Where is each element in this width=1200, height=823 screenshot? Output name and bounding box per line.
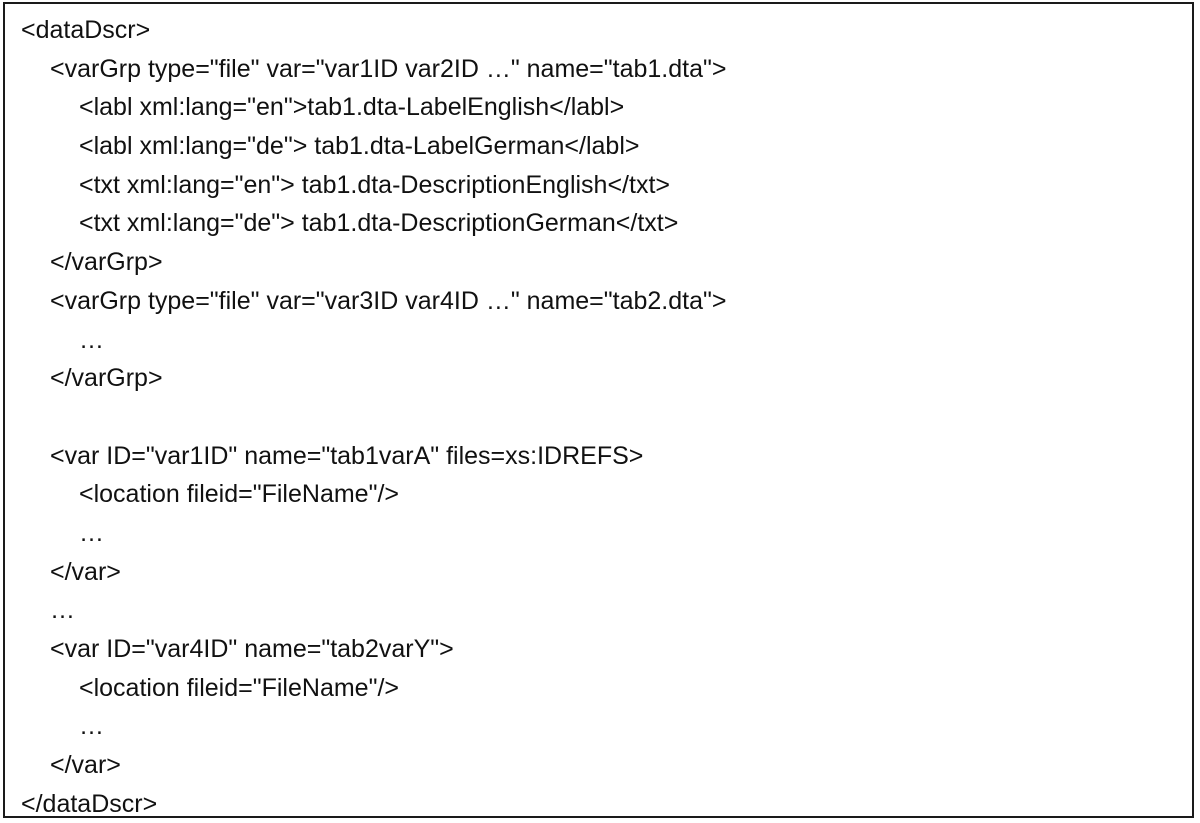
code-line: </var> bbox=[50, 751, 121, 780]
code-line: <location fileid="FileName"/> bbox=[79, 480, 399, 509]
code-line: </var> bbox=[50, 557, 121, 586]
code-listing-frame: <dataDscr> <varGrp type="file" var="var1… bbox=[3, 2, 1194, 818]
code-line: </varGrp> bbox=[50, 248, 163, 277]
code-line: <labl xml:lang="de"> tab1.dta-LabelGerma… bbox=[79, 132, 640, 161]
code-line: <var ID="var1ID" name="tab1varA" files=x… bbox=[50, 441, 644, 470]
code-line: <varGrp type="file" var="var1ID var2ID …… bbox=[50, 54, 727, 83]
code-line: … bbox=[79, 712, 104, 741]
code-line: </dataDscr> bbox=[21, 789, 158, 818]
code-line: <location fileid="FileName"/> bbox=[79, 673, 399, 702]
code-line: <dataDscr> bbox=[21, 16, 151, 44]
xml-code-listing: <dataDscr> <varGrp type="file" var="var1… bbox=[21, 11, 726, 823]
code-line: … bbox=[50, 596, 75, 625]
code-line: <var ID="var4ID" name="tab2varY"> bbox=[50, 635, 454, 663]
code-line: … bbox=[79, 325, 104, 354]
code-line: <txt xml:lang="en"> tab1.dta-Description… bbox=[79, 170, 670, 199]
blank-code-line bbox=[21, 398, 726, 437]
code-line: <labl xml:lang="en">tab1.dta-LabelEnglis… bbox=[79, 93, 625, 122]
code-line: … bbox=[79, 518, 104, 547]
code-line: </varGrp> bbox=[50, 364, 163, 393]
code-line: <varGrp type="file" var="var3ID var4ID …… bbox=[50, 286, 727, 315]
code-line: <txt xml:lang="de"> tab1.dta-Description… bbox=[79, 209, 679, 238]
